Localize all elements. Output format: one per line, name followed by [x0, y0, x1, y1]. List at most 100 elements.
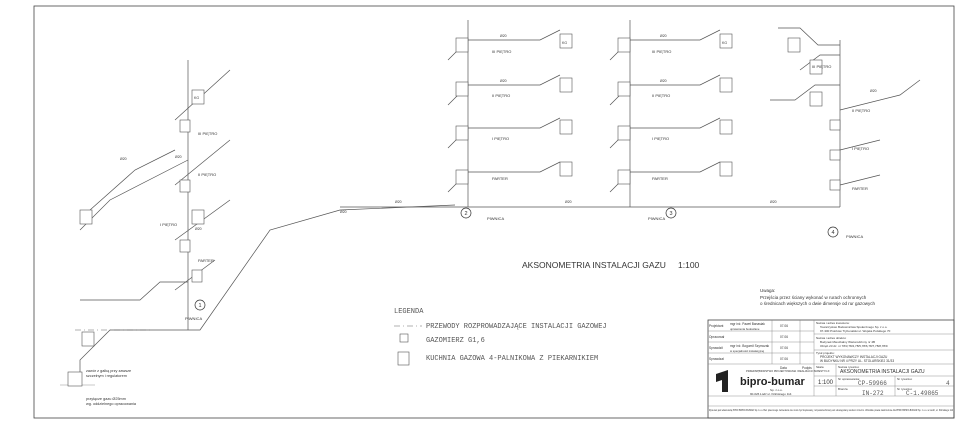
drawing-scale: 1:100: [678, 260, 700, 270]
object-line: Obręb 23 dz. nr 78/3,78/4,78/5,78/6,78/7…: [820, 344, 888, 348]
object-label: Nazwa i adres obiektu:: [816, 336, 847, 340]
floor-label: PARTER: [852, 186, 868, 191]
pipe-size-label: Ø20: [870, 89, 877, 93]
cooker-symbol: [719, 161, 733, 177]
date-header: Data: [780, 366, 787, 370]
floor-label: PIWNICA: [487, 216, 504, 221]
gas-meter-symbol: [179, 179, 191, 193]
cooker-symbol: [617, 169, 631, 185]
riser-1-diagram: III PIĘTRO II PIĘTRO I PIĘTRO PARTER PIW…: [60, 60, 456, 387]
company-addr: 90-026 Łódź ul. Kilińskiego 114: [750, 392, 792, 396]
legend-item: GAZOMIERZ G1,6: [426, 337, 485, 345]
notes: Uwaga: Przejścia przez ściany wykonać w …: [86, 288, 876, 406]
branch-value: IN-272: [862, 390, 884, 397]
cooker-symbol: [617, 37, 631, 53]
pipe-size-label: Ø20: [120, 157, 127, 161]
gas-meter-symbol: [179, 239, 191, 253]
nr-value: CP-59966: [858, 380, 887, 387]
designer-note: uprawnienia budowlane: [730, 327, 760, 331]
project-label: Tytuł projektu:: [816, 351, 835, 355]
investor-label: Nazwa i adres inwestora:: [816, 321, 850, 325]
pipe-size-label: Ø20: [660, 79, 667, 83]
pipe-size-label: Ø20: [500, 34, 507, 38]
notes-line: o średnicach większych o dwie dimensje o…: [760, 301, 876, 306]
riser-number: 1: [198, 303, 201, 309]
cooker-symbol: [191, 89, 205, 105]
cooker-symbol: [809, 91, 823, 107]
cooker-symbol: [809, 59, 823, 75]
legend-item: PRZEWODY ROZPROWADZAJĄCE INSTALACJI GAZO…: [426, 323, 607, 331]
valve-note: zawór z gałką przy zawsze: [86, 369, 131, 373]
cooker-symbol: [79, 209, 93, 225]
notes-heading: Uwaga:: [760, 288, 775, 293]
object-line: Budynek Mieszkalny Wielorodzinny nr 4B: [820, 340, 875, 344]
notes-line: Przejścia przez ściany wykonać w rurach …: [760, 295, 867, 300]
cooker-label: KG: [562, 41, 567, 45]
pipe-size-label: Ø20: [770, 200, 777, 204]
cooker-symbol: [787, 37, 801, 53]
cooker-symbol: [455, 125, 469, 141]
floor-label: PARTER: [492, 176, 508, 181]
floor-label: PARTER: [198, 258, 214, 263]
title-block: Projektant Opracował Sprawdził Sprawdzał…: [707, 319, 955, 419]
date-cell: 07.06: [780, 357, 788, 361]
floor-label: I PIĘTRO: [852, 146, 869, 151]
copyright-note: Rysunek jest własnością PPIRI BIPRO-BUMA…: [709, 408, 953, 412]
cooker-symbol: [617, 125, 631, 141]
designer-name: mgr inż. Paweł Banasiak: [730, 322, 765, 326]
cooker-symbol: [559, 77, 573, 93]
company-addr: Sp. z o.o.: [770, 388, 783, 392]
riser-number: 4: [831, 230, 834, 236]
legend-heading: LEGENDA: [394, 308, 424, 316]
riser-marker: [665, 207, 677, 219]
sheet-nr: 4: [946, 380, 950, 387]
project-line: W BUDYNKU NR 4 PRZY UL. STOLARSKIEJ 31/3…: [820, 359, 894, 363]
floor-label: III PIĘTRO: [652, 49, 671, 54]
company-name: bipro-bumar: [740, 376, 805, 388]
scale-value: 1:100: [818, 380, 834, 386]
riser-number: 3: [669, 211, 672, 217]
cooker-symbol: [719, 119, 733, 135]
cooker-symbol: [191, 209, 205, 225]
riser-marker: [827, 226, 839, 238]
cooker-symbol: [397, 351, 410, 366]
investor-line: 97-300 Piotrków Trybunalski ul. Wojska P…: [820, 329, 891, 333]
pipe-size-label: Ø20: [500, 79, 507, 83]
floor-label: II PIĘTRO: [652, 93, 670, 98]
cooker-symbol: [455, 37, 469, 53]
gas-meter-symbol: [179, 119, 191, 133]
role-label: Projektant: [709, 324, 723, 328]
sheet-nr-label: Nr rysunku:: [897, 377, 913, 381]
company-logo: [716, 370, 728, 392]
nr-label: Nr opracowania:: [838, 377, 860, 381]
cooker-symbol: [719, 33, 733, 49]
cooker-symbol: [455, 81, 469, 97]
floor-label: III PIĘTRO: [198, 131, 217, 136]
pipe-size-label: Ø20: [340, 210, 347, 214]
riser-marker: [194, 299, 206, 311]
riser-number: 2: [464, 211, 467, 217]
riser-4-diagram: III PIĘTRO II PIĘTRO I PIĘTRO PARTER PIW…: [770, 27, 921, 239]
drawing-title: AKSONOMETRIA INSTALACJI GAZU: [522, 260, 666, 270]
floor-label: I PIĘTRO: [652, 136, 669, 141]
legend: LEGENDA PRZEWODY ROZPROWADZAJĄCE INSTALA…: [394, 308, 607, 366]
sheet-title: AKSONOMETRIA INSTALACJI GAZU: [840, 369, 925, 375]
cooker-label: KG: [722, 41, 727, 45]
floor-label: I PIĘTRO: [160, 222, 177, 227]
floor-label: PIWNICA: [846, 234, 863, 239]
pipe-size-label: Ø20: [565, 200, 572, 204]
drawing-code: C-1.49865: [906, 390, 939, 397]
sheet-title-label: Nazwa rysunku:: [838, 365, 860, 369]
checker-name: mgr inż. Bogumił Szymczak: [730, 344, 770, 348]
riser-marker: [460, 207, 472, 219]
floor-label: II PIĘTRO: [852, 108, 870, 113]
cooker-symbol: [617, 81, 631, 97]
branch-label: Branża: [838, 387, 848, 391]
floor-label: III PIĘTRO: [492, 49, 511, 54]
signature-header: Podpis: [802, 366, 812, 370]
floor-label: II PIĘTRO: [198, 172, 216, 177]
gas-valve-symbol: [67, 371, 83, 387]
riser-3-diagram: III PIĘTRO II PIĘTRO I PIĘTRO PARTER PIW…: [609, 20, 733, 221]
pipe-size-label: Ø20: [395, 200, 402, 204]
